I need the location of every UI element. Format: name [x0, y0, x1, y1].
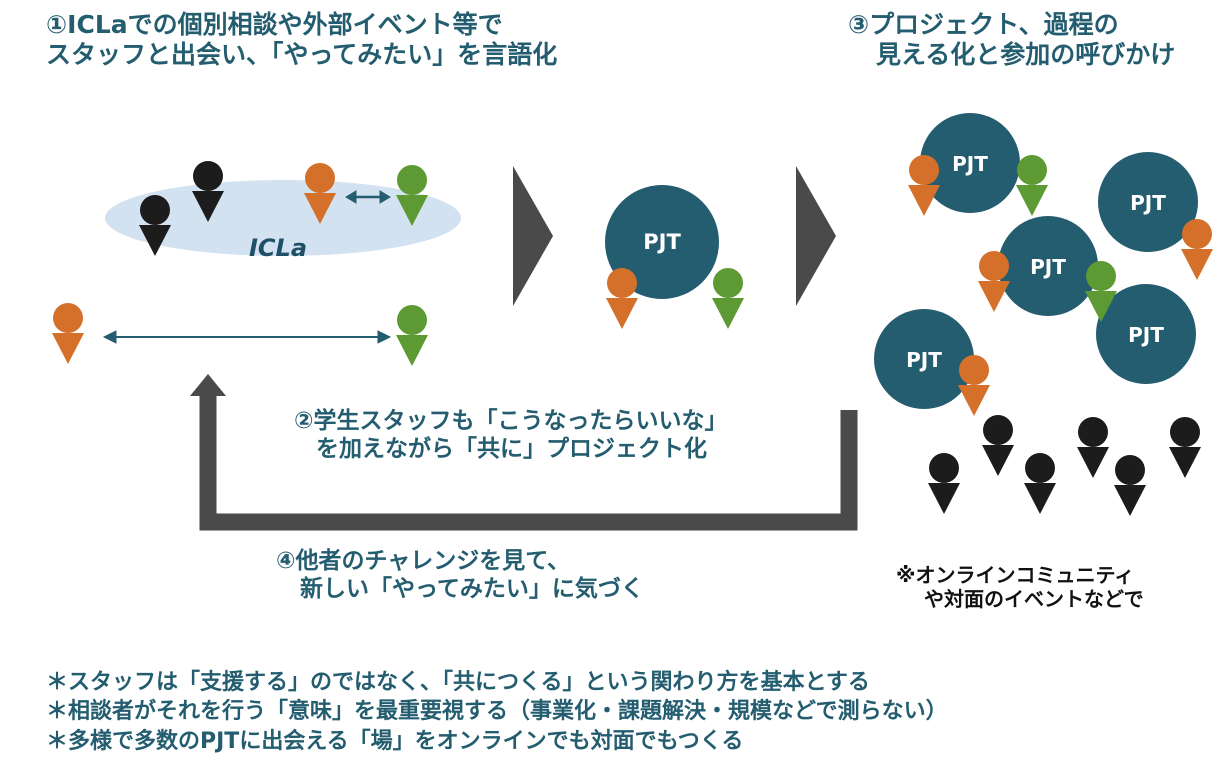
orange-person-icon [606, 268, 638, 329]
step2-text: ②学生スタッフも「こうなったらいいな」 を加えながら「共に」プロジェクト化 [294, 408, 727, 463]
black-person-icon [982, 415, 1014, 476]
pjt-circle-main [605, 185, 719, 299]
green-person-icon [396, 305, 428, 366]
icla-double-arrow [345, 190, 391, 204]
orange-person-icon [908, 155, 940, 216]
green-person-icon [1085, 261, 1117, 322]
black-person-icon [1114, 455, 1146, 516]
step1-line2: スタッフと出会い、「やってみたい」を言語化 [46, 40, 558, 69]
chevron-1 [513, 166, 553, 306]
green-person-icon [1016, 155, 1048, 216]
pjt-label-1: PJT [952, 152, 988, 176]
black-person-icon [1077, 417, 1109, 478]
step1-text: ①ICLaでの個別相談や外部イベント等で スタッフと出会い、「やってみたい」を言… [46, 10, 557, 70]
connection-double-arrow [102, 330, 392, 344]
step4-line2: 新しい「やってみたい」に気づく [300, 575, 644, 602]
online-note-line2: や対面のイベントなどで [924, 587, 1144, 611]
black-person-icon [192, 161, 224, 222]
pjt-label-3: PJT [1030, 255, 1066, 279]
step3-text: ③プロジェクト、過程の 見える化と参加の呼びかけ [848, 10, 1175, 70]
footnote-2: ＊相談者がそれを行う「意味」を最重要視する（事業化・課題解決・規模などで測らない… [46, 699, 948, 725]
footnotes: ＊スタッフは「支援する」のではなく、「共につくる」という関わり方を基本とする ＊… [46, 668, 948, 756]
people-figures [52, 155, 1213, 516]
pjt-circle-1 [920, 113, 1020, 213]
online-note: ※オンラインコミュニティ や対面のイベントなどで [896, 563, 1144, 611]
step3-line1: ③プロジェクト、過程の [848, 10, 1119, 39]
orange-person-icon [1181, 219, 1213, 280]
icla-ellipse [105, 180, 461, 256]
step4-text: ④他者のチャレンジを見て、 新しい「やってみたい」に気づく [276, 548, 644, 603]
step3-line2: 見える化と参加の呼びかけ [876, 40, 1176, 69]
step1-line1: ①ICLaでの個別相談や外部イベント等で [46, 10, 503, 39]
orange-person-icon [958, 355, 990, 416]
black-person-icon [1024, 453, 1056, 514]
footnote-1: ＊スタッフは「支援する」のではなく、「共につくる」という関わり方を基本とする [46, 670, 870, 695]
black-person-icon [139, 195, 171, 256]
icla-label: ICLa [249, 234, 307, 262]
black-person-icon [928, 453, 960, 514]
step2-line2: を加えながら「共に」プロジェクト化 [316, 435, 707, 462]
pjt-label-5: PJT [906, 348, 942, 372]
chevron-2 [796, 166, 836, 306]
orange-person-icon [304, 163, 336, 224]
step2-line1: ②学生スタッフも「こうなったらいいな」 [294, 408, 728, 434]
green-person-icon [396, 165, 428, 226]
green-person-icon [712, 268, 744, 329]
pjt-circle-2 [1098, 152, 1198, 252]
feedback-loop-arrow [199, 395, 858, 531]
online-note-line1: ※オンラインコミュニティ [896, 563, 1135, 587]
orange-person-icon [978, 251, 1010, 312]
pjt-circle-4 [1096, 284, 1196, 384]
pjt-circle-5 [874, 309, 974, 409]
footnote-3: ＊多様で多数のPJTに出会える「場」をオンラインでも対面でもつくる [46, 728, 744, 754]
orange-person-icon [52, 303, 84, 364]
step4-line1: ④他者のチャレンジを見て、 [276, 548, 571, 574]
pjt-cluster: PJT PJT PJT PJT PJT [874, 113, 1198, 409]
feedback-arrow-head [190, 374, 226, 396]
pjt-label-main: PJT [643, 230, 681, 254]
black-person-icon [1169, 417, 1201, 478]
pjt-circle-3 [998, 216, 1098, 316]
pjt-label-4: PJT [1128, 323, 1164, 347]
pjt-label-2: PJT [1130, 191, 1166, 215]
